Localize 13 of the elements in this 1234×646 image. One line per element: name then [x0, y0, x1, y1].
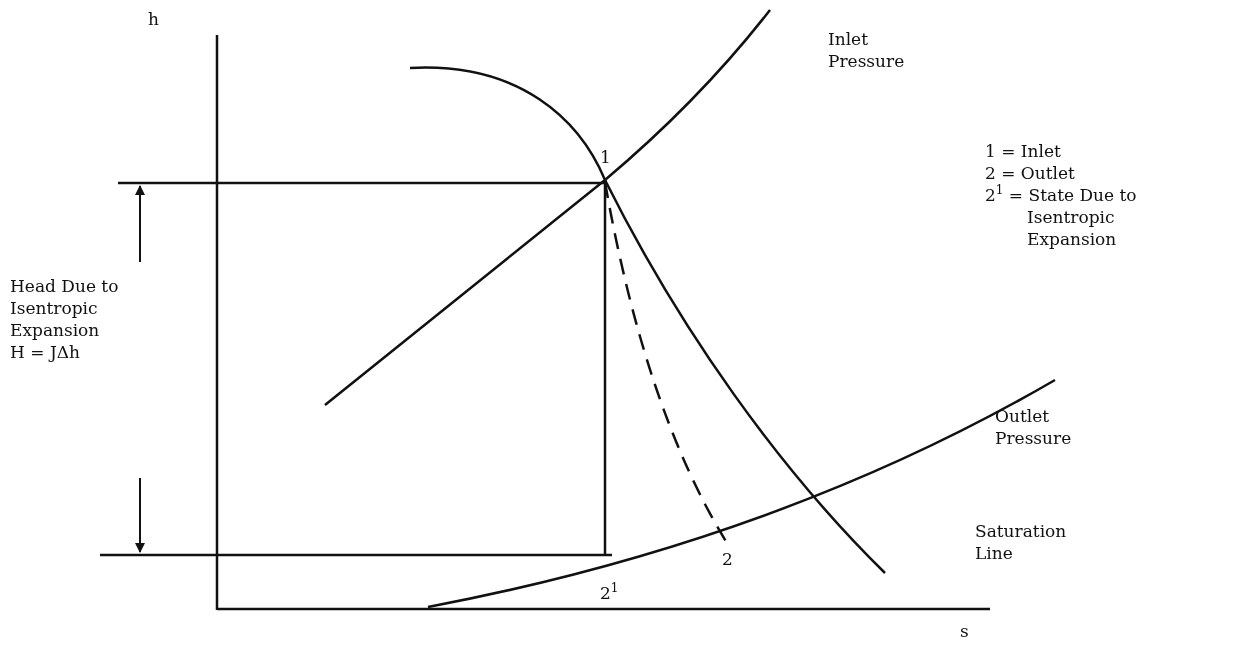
key-text: 1 = Inlet — [985, 140, 1061, 162]
dimension-text: Head Due to Isentropic Expansion — [10, 275, 120, 341]
key-text: 2 = Outlet — [985, 162, 1075, 184]
curve-label: Outlet Pressure — [995, 405, 1073, 449]
point-label: 2$^{1}$ — [600, 582, 619, 604]
axis-label: s — [960, 620, 969, 642]
key-text: 2$^{1}$ = State Due to Isentropic Expansion — [985, 184, 1138, 250]
curve-label: Inlet Pressure — [828, 28, 906, 72]
axis-label: h — [148, 8, 159, 30]
point-label: 1 — [600, 146, 611, 168]
dimension-text: H = JΔh — [10, 341, 80, 363]
curve-label: Saturation Line — [975, 520, 1068, 564]
point-label: 2 — [722, 548, 733, 570]
